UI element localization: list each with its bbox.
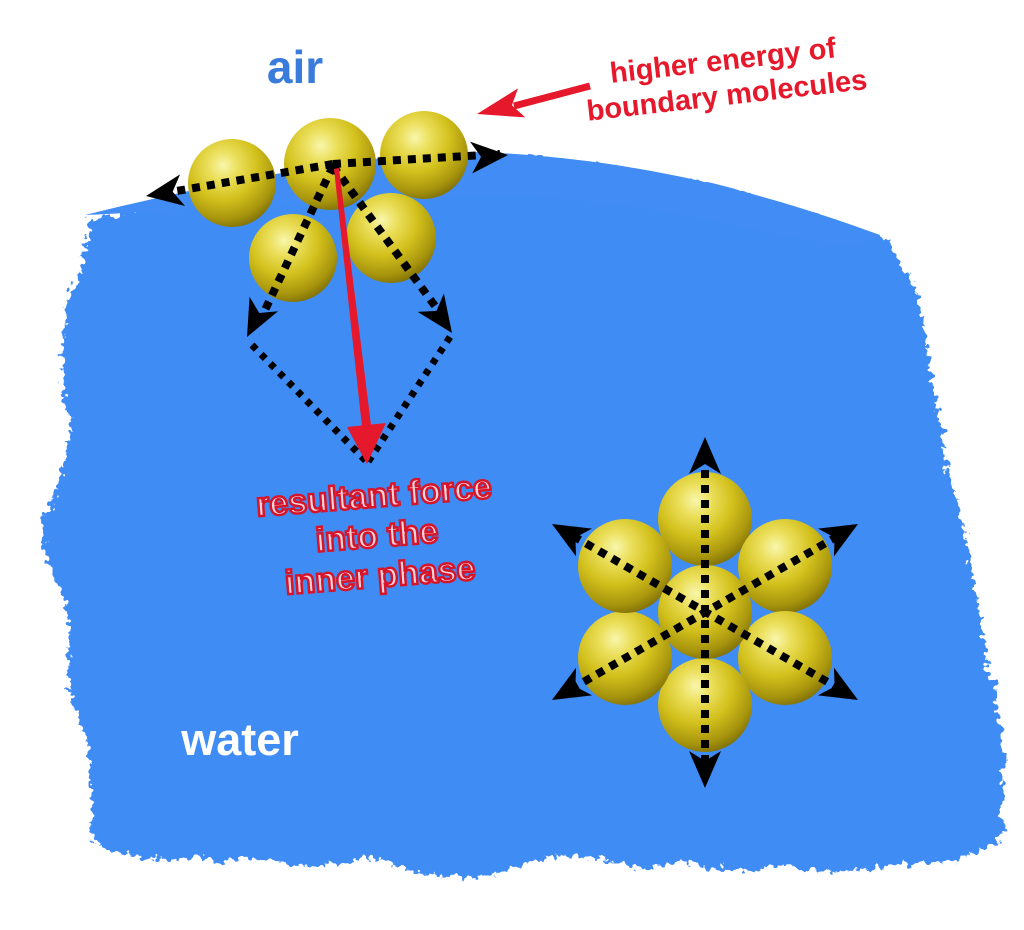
bulk-force-arrows bbox=[544, 437, 866, 788]
resultant-arrow-shaft bbox=[334, 168, 371, 427]
resultant-arrowhead-icon bbox=[347, 423, 386, 464]
force-parallelogram bbox=[249, 335, 453, 465]
force-line-diagonal-2 bbox=[571, 532, 840, 692]
water-label: water bbox=[181, 714, 299, 765]
annotation-arrow bbox=[473, 82, 591, 129]
force-line-right bbox=[332, 150, 501, 168]
air-region bbox=[38, 96, 948, 236]
force-line-down-right bbox=[329, 163, 447, 320]
molecule bbox=[188, 139, 276, 227]
molecule bbox=[249, 214, 337, 302]
parallelogram-side-left bbox=[249, 342, 370, 465]
molecule bbox=[658, 658, 752, 752]
surface-force-arrows bbox=[143, 139, 510, 345]
resultant-force-arrow bbox=[334, 168, 386, 464]
force-line-down-left bbox=[261, 164, 337, 312]
resultant-force-annotation: resultant force into the inner phase bbox=[218, 464, 536, 608]
air-label: air bbox=[266, 41, 324, 93]
annotation-arrow-shaft bbox=[513, 82, 591, 110]
force-line-left bbox=[164, 160, 334, 197]
